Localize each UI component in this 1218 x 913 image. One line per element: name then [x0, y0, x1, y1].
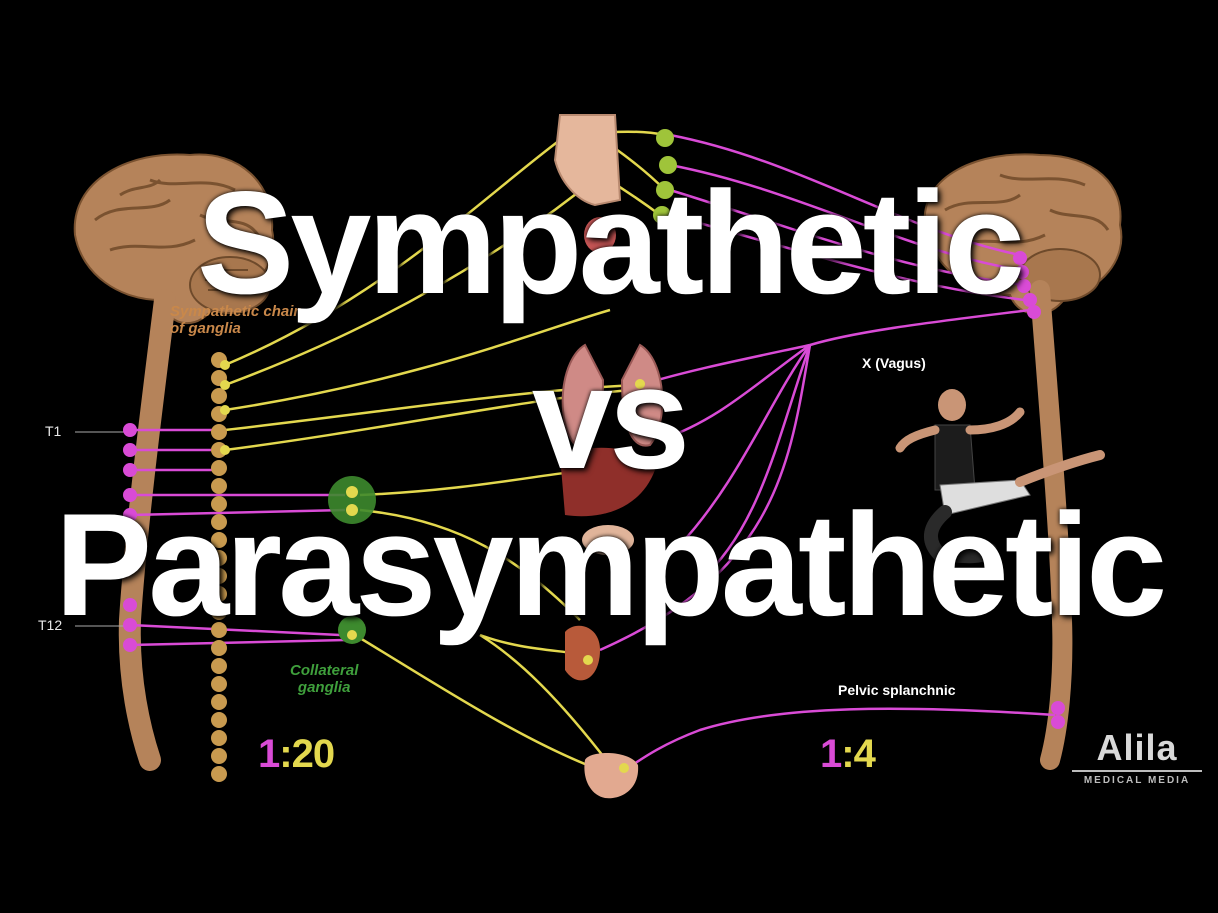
pelvic-splanchnic-label: Pelvic splanchnic [838, 682, 956, 698]
collateral-ganglia-label-line1: Collateral [290, 662, 358, 679]
collateral-ganglia-label-line2: ganglia [290, 679, 358, 696]
sympathetic-ratio-pre: 1 [258, 732, 279, 776]
sympathetic-ratio-sep: : [279, 732, 291, 776]
sympathetic-ratio-post: 20 [292, 732, 335, 776]
title-line-1: Sympathetic [0, 170, 1218, 316]
parasympathetic-ratio-pre: 1 [820, 732, 841, 776]
logo-rule [1072, 770, 1202, 772]
collateral-ganglia-label: Collateral ganglia [290, 662, 358, 696]
parasympathetic-ratio-sep: : [841, 732, 853, 776]
logo-main-text: Alila [1068, 730, 1206, 766]
title-line-2: vs [0, 345, 1218, 491]
sympathetic-ratio: 1:20 [258, 732, 334, 777]
parasympathetic-ratio: 1:4 [820, 732, 875, 777]
title-line-3: Parasympathetic [0, 492, 1218, 638]
alila-logo: Alila MEDICAL MEDIA [1068, 730, 1206, 786]
bladder-organ [584, 753, 638, 798]
parasympathetic-ratio-post: 4 [854, 732, 875, 776]
logo-sub-text: MEDICAL MEDIA [1068, 775, 1206, 786]
